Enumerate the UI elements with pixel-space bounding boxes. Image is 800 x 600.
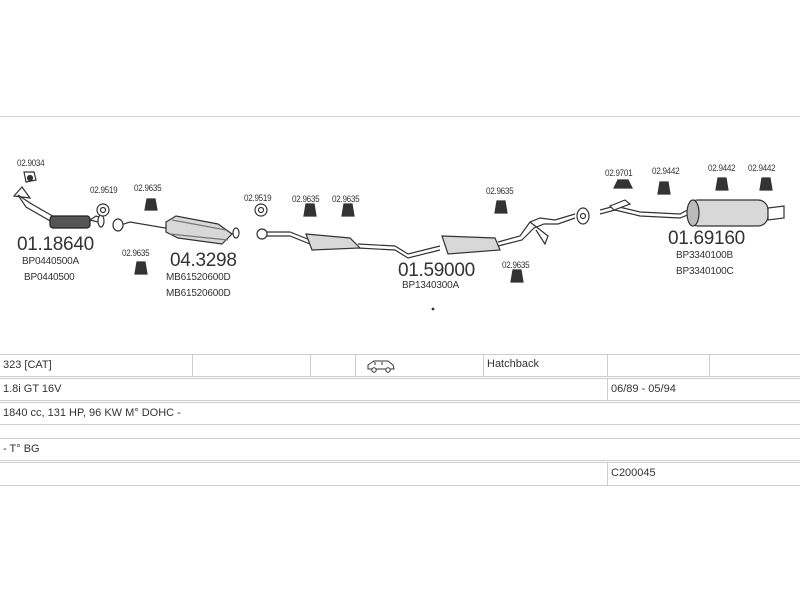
gasket-2-drawing [254, 203, 268, 217]
cell-empty [710, 355, 800, 376]
cell-empty [0, 463, 608, 485]
cell-model: 323 [CAT] [0, 355, 193, 376]
label-rubber-4c: 02.9442 [748, 163, 776, 173]
rear-muffler-drawing [576, 199, 785, 227]
label-rubber-3c: 02.9635 [486, 186, 514, 196]
label-front-pipe-ref2: BP0440500 [24, 272, 75, 283]
label-rubber-3a: 02.9635 [292, 194, 320, 204]
label-rear-muffler-ref1: BP3340100B [676, 250, 733, 261]
label-catalyst-number: 04.3298 [170, 250, 237, 271]
label-catalyst-ref1: MB61520600D [166, 272, 231, 283]
label-rear-muffler-number: 01.69160 [668, 228, 745, 249]
table-row: - T° BG [0, 438, 800, 461]
cell-code: C200045 [611, 467, 656, 479]
cell-engine-spec: 1840 cc, 131 HP, 96 KW M° DOHC - [3, 407, 181, 419]
label-front-pipe-number: 01.18640 [17, 234, 94, 255]
label-rubber-1: 02.9635 [134, 183, 162, 193]
cell-years: 06/89 - 05/94 [611, 383, 676, 395]
cell-note: - T° BG [3, 443, 40, 455]
car-hatchback-icon [367, 360, 395, 373]
cell-empty [608, 355, 710, 376]
cell-empty [193, 355, 311, 376]
dot-mark [431, 307, 435, 311]
rubber-1-drawing [134, 198, 158, 275]
table-row: C200045 [0, 462, 800, 486]
label-center-pipe-ref1: BP1340300A [402, 280, 459, 291]
label-rubber-2: 02.9635 [122, 248, 150, 258]
cell-empty [311, 355, 356, 376]
label-rubber-4b: 02.9442 [708, 163, 736, 173]
table-row: 1840 cc, 131 HP, 96 KW M° DOHC - [0, 402, 800, 425]
label-bracket: 02.9034 [17, 158, 45, 168]
cell-engine-variant: 1.8i GT 16V [0, 379, 608, 400]
exhaust-drawing [12, 171, 785, 311]
label-rubber-4a: 02.9442 [652, 166, 680, 176]
table-row: 323 [CAT] Hatchback [0, 354, 800, 377]
top-rule [0, 116, 800, 117]
label-rubber-3b: 02.9635 [332, 194, 360, 204]
center-pipe-drawing [256, 213, 576, 259]
gasket-1-drawing [96, 203, 110, 217]
cell-body-type: Hatchback [484, 355, 608, 376]
rubber-4-drawing [613, 177, 773, 195]
front-pipe-drawing [12, 186, 105, 229]
table-row: 1.8i GT 16V 06/89 - 05/94 [0, 378, 800, 401]
rubber-3-drawing [303, 200, 524, 283]
label-clamp: 02.9701 [605, 168, 633, 178]
catalyst-drawing [112, 215, 240, 245]
exhaust-diagram: 02.9034 01.18640 BP0440500A BP0440500 02… [12, 158, 785, 311]
label-gasket-2: 02.9519 [244, 193, 272, 203]
label-catalyst-ref2: MB61520600D [166, 288, 231, 299]
label-center-pipe-number: 01.59000 [398, 260, 475, 281]
label-rubber-3d: 02.9635 [502, 260, 530, 270]
bracket-drawing [23, 171, 37, 183]
label-front-pipe-ref1: BP0440500A [22, 256, 79, 267]
label-gasket-1: 02.9519 [90, 185, 118, 195]
cell-car-icon [356, 355, 484, 376]
label-rear-muffler-ref2: BP3340100C [676, 266, 734, 277]
